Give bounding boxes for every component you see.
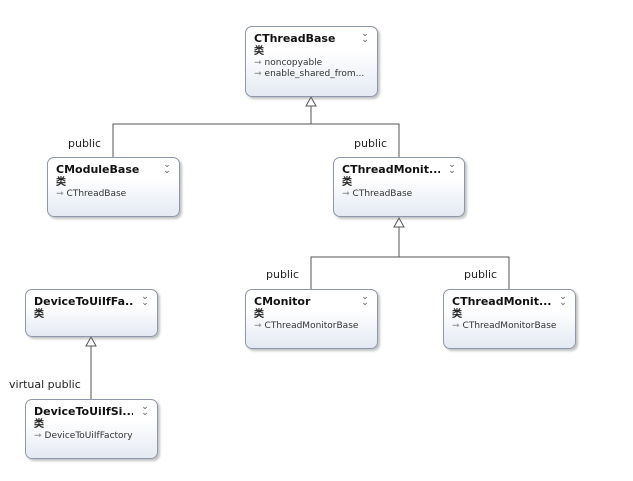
chevron-double-down-icon[interactable]: ⌄⌄ <box>141 292 149 308</box>
inherit-arrow-icon: ⇾ <box>254 58 262 68</box>
class-box-devicetouiiffactory[interactable]: DeviceToUiIfFa... ⌄⌄ 类 <box>25 289 158 337</box>
edge-label-public: public <box>266 268 300 281</box>
edge-label-public: public <box>68 137 102 150</box>
class-box-cmodulebase[interactable]: CModuleBase ⌄⌄ 类 ⇾CThreadBase <box>47 157 180 217</box>
class-name: DeviceToUiIfFa... <box>34 295 133 308</box>
chevron-double-down-icon[interactable]: ⌄⌄ <box>448 160 456 176</box>
class-name: DeviceToUiIfSi... <box>34 405 133 418</box>
inherit-arrow-icon: ⇾ <box>56 189 64 199</box>
base-class-item: ⇾CThreadMonitorBase <box>452 321 557 331</box>
class-kind: 类 <box>34 309 44 320</box>
class-box-cmonitor[interactable]: CMonitor ⌄⌄ 类 ⇾CThreadMonitorBase <box>245 289 378 349</box>
edge-label-public: public <box>354 137 388 150</box>
chevron-double-down-icon[interactable]: ⌄⌄ <box>559 292 567 308</box>
class-name: CModuleBase <box>56 163 140 176</box>
base-class-item: ⇾DeviceToUiIfFactory <box>34 431 133 441</box>
inherit-arrow-icon: ⇾ <box>342 189 350 199</box>
class-name: CMonitor <box>254 295 311 308</box>
inherit-arrow-icon: ⇾ <box>254 69 262 79</box>
class-kind: 类 <box>254 46 264 57</box>
class-name: CThreadMonit... <box>342 163 440 176</box>
inherit-triangle-devicefactory <box>85 335 97 347</box>
inherit-arrow-icon: ⇾ <box>254 321 262 331</box>
inherit-triangle-cthreadbase <box>305 95 317 107</box>
link-cmonitor-to-cthreadmonit <box>310 227 400 289</box>
chevron-double-down-icon[interactable]: ⌄⌄ <box>361 29 369 45</box>
base-class-item: ⇾CThreadBase <box>56 189 127 199</box>
base-class-item: ⇾enable_shared_from... <box>254 69 365 79</box>
class-box-cthreadmonitorbase[interactable]: CThreadMonit... ⌄⌄ 类 ⇾CThreadBase <box>333 157 465 217</box>
class-kind: 类 <box>34 419 44 430</box>
class-kind: 类 <box>254 309 264 320</box>
class-kind: 类 <box>56 177 66 188</box>
class-kind: 类 <box>452 309 462 320</box>
base-class-item: ⇾CThreadMonitorBase <box>254 321 359 331</box>
class-box-cthreadmonitor-derived[interactable]: CThreadMonit... ⌄⌄ 类 ⇾CThreadMonitorBase <box>443 289 576 349</box>
class-box-cthreadbase[interactable]: CThreadBase ⌄⌄ 类 ⇾noncopyable ⇾enable_sh… <box>245 26 378 97</box>
inherit-triangle-cthreadmonit <box>393 216 405 228</box>
link-cthreadmonit-to-cthreadbase <box>311 123 400 157</box>
inherit-arrow-icon: ⇾ <box>34 431 42 441</box>
base-class-item: ⇾noncopyable <box>254 58 323 68</box>
chevron-double-down-icon[interactable]: ⌄⌄ <box>141 402 149 418</box>
chevron-double-down-icon[interactable]: ⌄⌄ <box>361 292 369 308</box>
class-kind: 类 <box>342 177 352 188</box>
chevron-double-down-icon[interactable]: ⌄⌄ <box>163 160 171 176</box>
link-cmodulebase-to-cthreadbase <box>112 106 312 157</box>
base-class-item: ⇾CThreadBase <box>342 189 413 199</box>
class-name: CThreadBase <box>254 32 336 45</box>
class-box-devicetouiifsi[interactable]: DeviceToUiIfSi... ⌄⌄ 类 ⇾DeviceToUiIfFact… <box>25 399 158 459</box>
link-cthreadmonit2-to-cthreadmonit <box>399 256 510 289</box>
edge-label-public: public <box>464 268 498 281</box>
edge-label-virtual-public: virtual public <box>9 378 81 391</box>
class-name: CThreadMonit... <box>452 295 551 308</box>
inherit-arrow-icon: ⇾ <box>452 321 460 331</box>
